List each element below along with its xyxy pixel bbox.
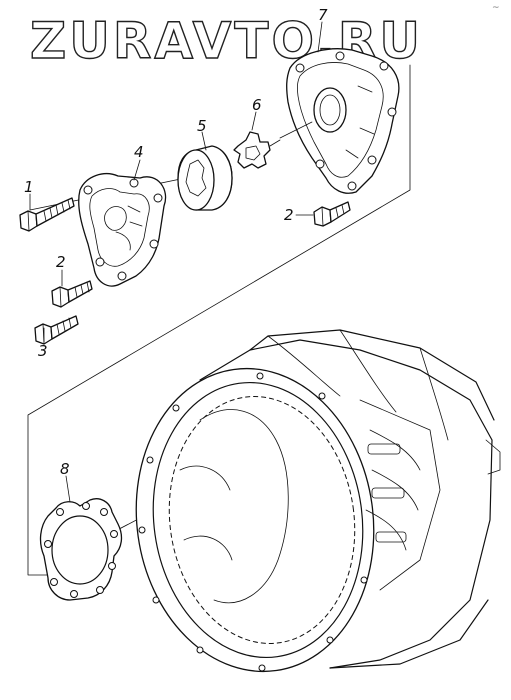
outer-rotor-part-5: [177, 145, 233, 211]
housing-bolt-hole: [335, 51, 345, 61]
cover-bolt-hole: [117, 271, 127, 281]
callout-8: 8: [60, 460, 70, 478]
clutch-housing: [135, 329, 501, 673]
bolt-part-1: [19, 197, 75, 232]
callout-labels: 1 2 3 2 4 5 6 7 8: [24, 6, 328, 478]
watermark-text: ZURAVTO.RU: [30, 12, 423, 70]
bolt-part-2-left: [51, 280, 93, 308]
callout-leaders: [29, 21, 323, 503]
callout-4: 4: [134, 143, 144, 161]
pump-cover-part-4: [78, 173, 167, 287]
callout-6: 6: [252, 96, 262, 114]
cover-bolt-hole: [83, 185, 93, 195]
housing-bolt-hole: [347, 181, 357, 191]
gasket-bolt-hole: [100, 508, 108, 516]
pump-housing-part-7: [279, 48, 400, 194]
housing-bolt-hole: [295, 63, 305, 73]
bolt-part-3: [34, 315, 79, 345]
housing-bolt-hole: [379, 61, 389, 71]
gasket-bolt-hole: [82, 502, 90, 510]
cover-bolt-hole: [153, 193, 163, 203]
callout-3: 3: [38, 342, 48, 360]
callout-7: 7: [318, 6, 328, 24]
housing-bolt-hole: [315, 159, 325, 169]
housing-flange: [135, 367, 375, 673]
gasket-bolt-hole: [56, 508, 64, 516]
cover-bolt-hole: [95, 257, 105, 267]
housing-bore: [313, 87, 347, 133]
gasket-bolt-hole: [70, 590, 78, 598]
bolt-part-2-right: [313, 201, 351, 227]
gasket-bolt-hole: [50, 578, 58, 586]
gasket-center-opening: [51, 515, 109, 585]
gasket-bolt-hole: [44, 540, 52, 548]
cover-bolt-hole: [149, 239, 159, 249]
inner-rotor-part-6: [233, 131, 281, 169]
housing-bolt-hole: [387, 107, 397, 117]
callout-5: 5: [197, 117, 207, 135]
corner-mark: ~: [492, 3, 500, 13]
callout-2-left: 2: [56, 253, 66, 271]
housing-bolt-hole: [367, 155, 377, 165]
callout-1: 1: [24, 178, 34, 196]
gasket-bolt-hole: [96, 586, 104, 594]
callout-2-right: 2: [284, 206, 294, 224]
gasket-bolt-hole: [108, 562, 116, 570]
gasket-bolt-hole: [110, 530, 118, 538]
gasket-part-8: [39, 498, 123, 601]
